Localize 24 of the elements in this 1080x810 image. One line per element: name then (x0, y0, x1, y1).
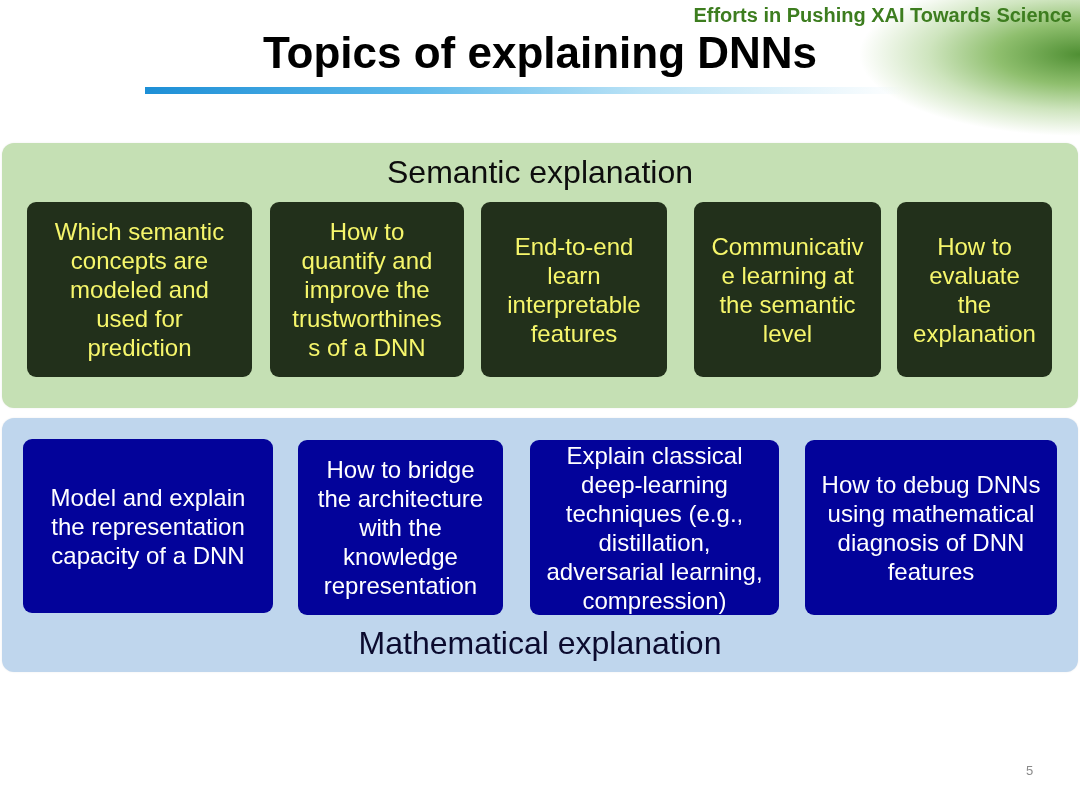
topic-text: End-to-end learn interpretable features (506, 231, 642, 348)
topic-box (27, 202, 252, 377)
topic-box (270, 202, 464, 377)
header-text: Efforts in Pushing XAI Towards Science (693, 3, 1072, 27)
topic-box (481, 202, 667, 377)
slide-title: Topics of explaining DNNs (262, 27, 818, 79)
category-panel (2, 418, 1078, 672)
topic-box (298, 440, 503, 615)
topic-box (897, 202, 1052, 377)
topic-text: How to debug DNNs using mathematical diagnosis of DNN features (820, 469, 1042, 586)
panel-title: Mathematical explanation (358, 623, 722, 662)
topic-text: How to evaluate the explanation (912, 231, 1037, 348)
topic-box (805, 440, 1057, 615)
topic-text: Communicativ e learning at the semantic level (710, 231, 865, 348)
topic-box (694, 202, 881, 377)
page-number: 5 (1026, 763, 1034, 779)
topic-box (23, 439, 273, 613)
topic-text: Which semantic concepts are modeled and used for prediction (53, 217, 226, 362)
topic-text: How to bridge the architecture with the knowledge representation (316, 455, 485, 600)
topic-text: How to quantify and improve the trustworthines s of a DNN (291, 217, 443, 362)
topic-text: Explain classical deep-learning techniques (e.g., distillation, adversarial learning, compression) (545, 440, 764, 615)
category-panel (2, 143, 1078, 408)
topic-text: Model and explain the representation capacity of a DNN (49, 482, 247, 570)
panel-title: Semantic explanation (387, 153, 693, 192)
